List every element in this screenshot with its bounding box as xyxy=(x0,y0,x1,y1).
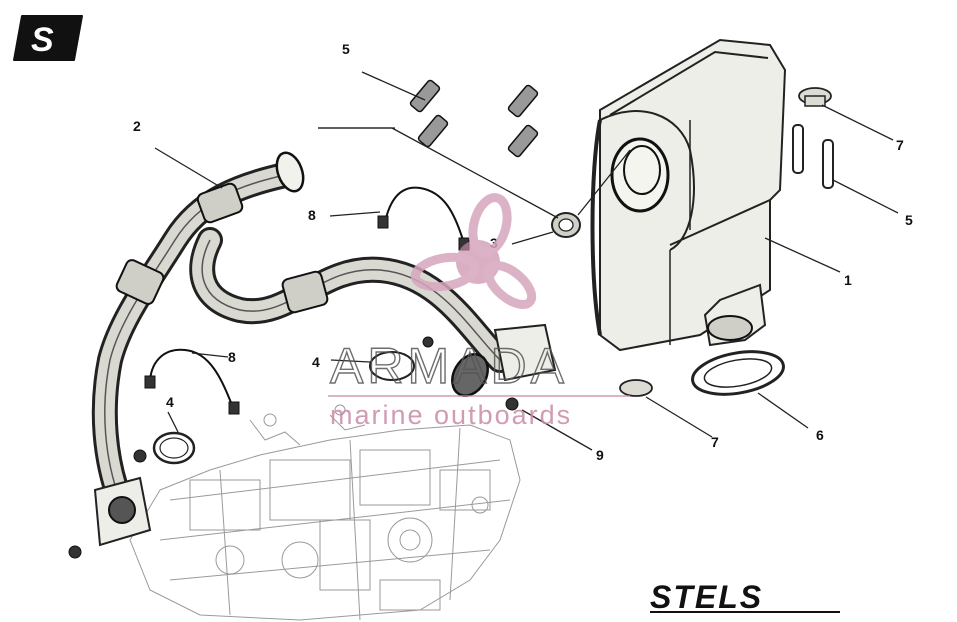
stud-set xyxy=(409,79,539,158)
watermark: ARMADA marine outboards xyxy=(328,193,630,430)
watermark-subtitle: marine outboards xyxy=(330,400,572,430)
o-ring-lower xyxy=(152,431,196,465)
engine-block-outline xyxy=(129,404,521,621)
callout-7-bottom: 7 xyxy=(711,434,719,450)
sensor-lower xyxy=(144,348,240,415)
callout-2: 2 xyxy=(133,118,141,134)
rubber-cap-bottom xyxy=(619,379,653,397)
callout-1: 1 xyxy=(844,272,852,288)
gasket-small xyxy=(551,212,581,238)
callout-7-top: 7 xyxy=(896,137,904,153)
gasket-large xyxy=(691,350,785,396)
rubber-cap-top xyxy=(798,87,832,107)
brand-wordmark: STELS xyxy=(650,579,840,615)
muffler xyxy=(590,38,787,352)
callout-6: 6 xyxy=(816,427,824,443)
callout-4-upper: 4 xyxy=(312,354,320,370)
nut-set xyxy=(68,336,519,559)
brand-logo: S xyxy=(13,15,83,61)
exhaust-pipe-rear xyxy=(189,227,557,397)
callout-5-studs: 5 xyxy=(342,41,350,57)
leader-lines xyxy=(154,71,899,451)
sensor-upper xyxy=(377,186,470,251)
o-ring-upper xyxy=(369,351,415,381)
logo-letter: S xyxy=(31,21,54,59)
watermark-title: ARMADA xyxy=(330,338,568,394)
spring-set xyxy=(792,124,834,189)
brand-name: STELS xyxy=(650,579,763,615)
callout-8-upper: 8 xyxy=(308,207,316,223)
propeller-icon xyxy=(410,193,537,309)
callout-9: 9 xyxy=(596,447,604,463)
callout-4-lower: 4 xyxy=(166,394,174,410)
callout-8-lower: 8 xyxy=(228,349,236,365)
callout-5-springs: 5 xyxy=(905,212,913,228)
exhaust-pipe-front xyxy=(91,151,305,547)
